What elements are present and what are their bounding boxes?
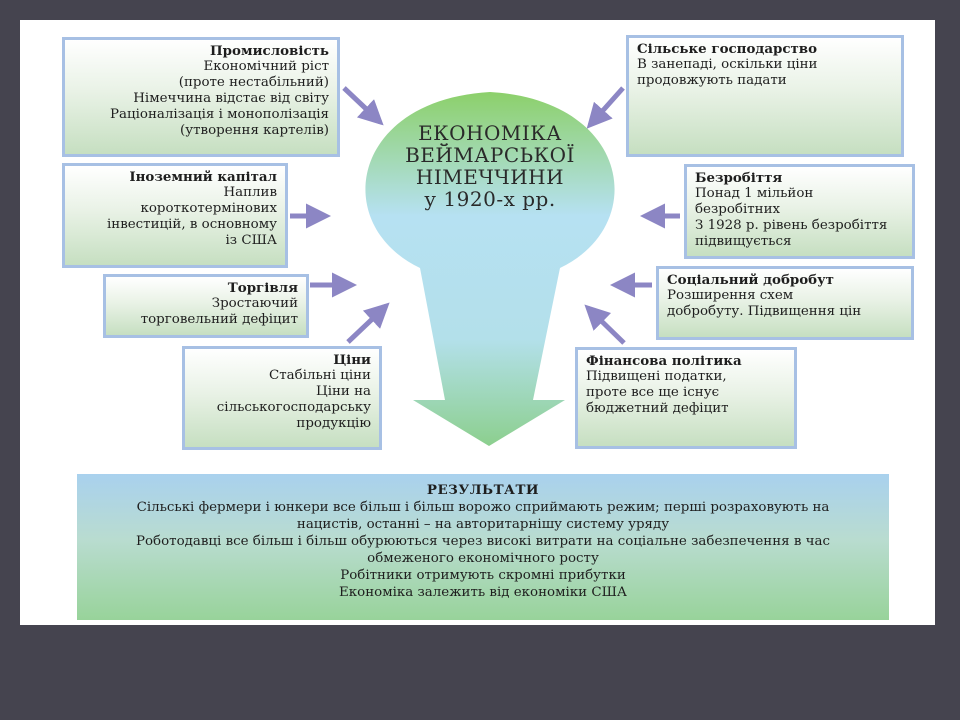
box-line: сільськогосподарську [216,400,371,415]
box-line: Стабільні ціни [269,368,371,383]
box-line: короткотермінових [140,201,277,216]
box-line: із США [225,233,277,248]
box-title: Соціальний добробут [667,272,834,288]
results-line: Роботодавці все більш і більш обурюються… [135,534,830,549]
box-line: добробуту. Підвищення цін [667,304,862,319]
box-line: підвищується [695,234,792,249]
box-line: Підвищені податки, [586,369,727,384]
box-prices: Ціни Стабільні ціни Ціни на сільськогосп… [182,346,382,450]
box-title: Сільське господарство [637,41,818,57]
box-line: Наплив [223,185,277,200]
results-line: Сільські фермери і юнкери все більш і бі… [136,500,830,515]
box-title: Іноземний капітал [129,169,277,185]
box-line: продукцію [296,416,371,431]
results-line: Економіка залежить від економіки США [339,585,627,600]
box-trade: Торгівля Зростаючий торговельний дефіцит [103,274,309,338]
box-line: Зростаючий [211,296,298,311]
center-line: у 1920-х рр. [424,187,556,211]
arrow-prices [346,302,390,344]
box-line: торговельний дефіцит [140,312,298,327]
box-finance: Фінансова політика Підвищені податки, пр… [575,347,797,449]
center-line: НІМЕЧЧИНИ [415,165,565,189]
box-industry: Промисловість Економічний ріст (проте не… [62,37,340,157]
box-line: Німеччина відстає від світу [133,91,329,106]
center-balloon-shape [365,92,615,446]
box-unemployment: Безробіття Понад 1 мільйон безробітних З… [684,164,915,259]
results-line: нацистів, останні – на авторитарнішу сис… [296,517,670,532]
box-line: Раціоналізація і монополізація [110,107,329,122]
arrow-agriculture [586,86,625,129]
results-line: Робітники отримують скромні прибутки [340,568,626,583]
box-line: (проте нестабільний) [178,75,329,90]
box-title: Промисловість [210,43,329,59]
results-title: РЕЗУЛЬТАТИ [426,482,540,498]
box-line: Економічний ріст [203,59,329,74]
box-line: В занепаді, оскільки ціни [637,57,818,72]
center-line: ЕКОНОМІКА [418,121,562,145]
box-line: (утворення картелів) [180,123,329,138]
box-foreign-capital: Іноземний капітал Наплив короткотермінов… [62,163,288,268]
box-line: бюджетний дефіцит [586,401,729,416]
box-line: продовжують падати [637,73,787,88]
arrow-industry [342,86,384,126]
box-welfare: Соціальний добробут Розширення схем добр… [656,266,914,340]
box-line: безробітних [695,202,781,217]
box-title: Безробіття [695,170,783,186]
box-title: Торгівля [227,280,298,296]
box-line: Ціни на [316,384,371,399]
box-line: З 1928 р. рівень безробіття [695,218,888,233]
box-line: проте все ще існує [586,385,720,400]
center-title: ЕКОНОМІКА ВЕЙМАРСЬКОЇ НІМЕЧЧИНИ у 1920-х… [380,122,600,210]
box-agriculture: Сільське господарство В занепаді, оскіль… [626,35,904,157]
arrow-finance [584,304,626,345]
box-title: Ціни [333,352,371,368]
box-title: Фінансова політика [586,353,742,369]
box-line: Розширення схем [667,288,794,303]
box-line: Понад 1 мільйон [695,186,814,201]
results-panel: РЕЗУЛЬТАТИ Сільські фермери і юнкери все… [77,474,889,620]
box-line: інвестицій, в основному [107,217,277,232]
center-line: ВЕЙМАРСЬКОЇ [405,143,575,167]
results-line: обмеженого економічного росту [367,551,599,566]
